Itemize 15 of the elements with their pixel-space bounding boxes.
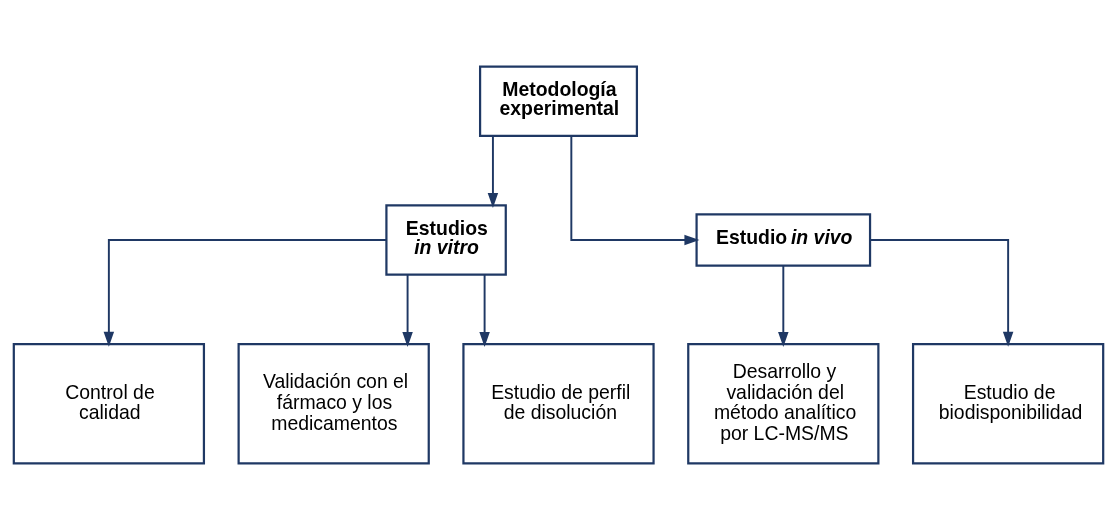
node-box: Metodología experimental (478, 64, 638, 137)
node-box: Control de calidad (12, 342, 206, 465)
node-box: Estudios in vitro (385, 203, 507, 276)
arrow (778, 264, 789, 347)
arrow (869, 238, 1014, 347)
node-box: Desarrollo y validación del método analítico por LC-MS/MS (687, 342, 880, 465)
node-box: Validación con el fármaco y los medicamentos (237, 342, 430, 465)
arrow (103, 238, 388, 347)
node-box: Estudio de perfil de disolución (462, 342, 655, 465)
node-box: Estudio in vivo (695, 212, 872, 267)
arrow (570, 134, 700, 245)
node-box: Estudio de biodisponibilidad (911, 342, 1105, 465)
arrow (479, 273, 490, 347)
arrow (402, 273, 413, 347)
arrow (487, 134, 499, 208)
